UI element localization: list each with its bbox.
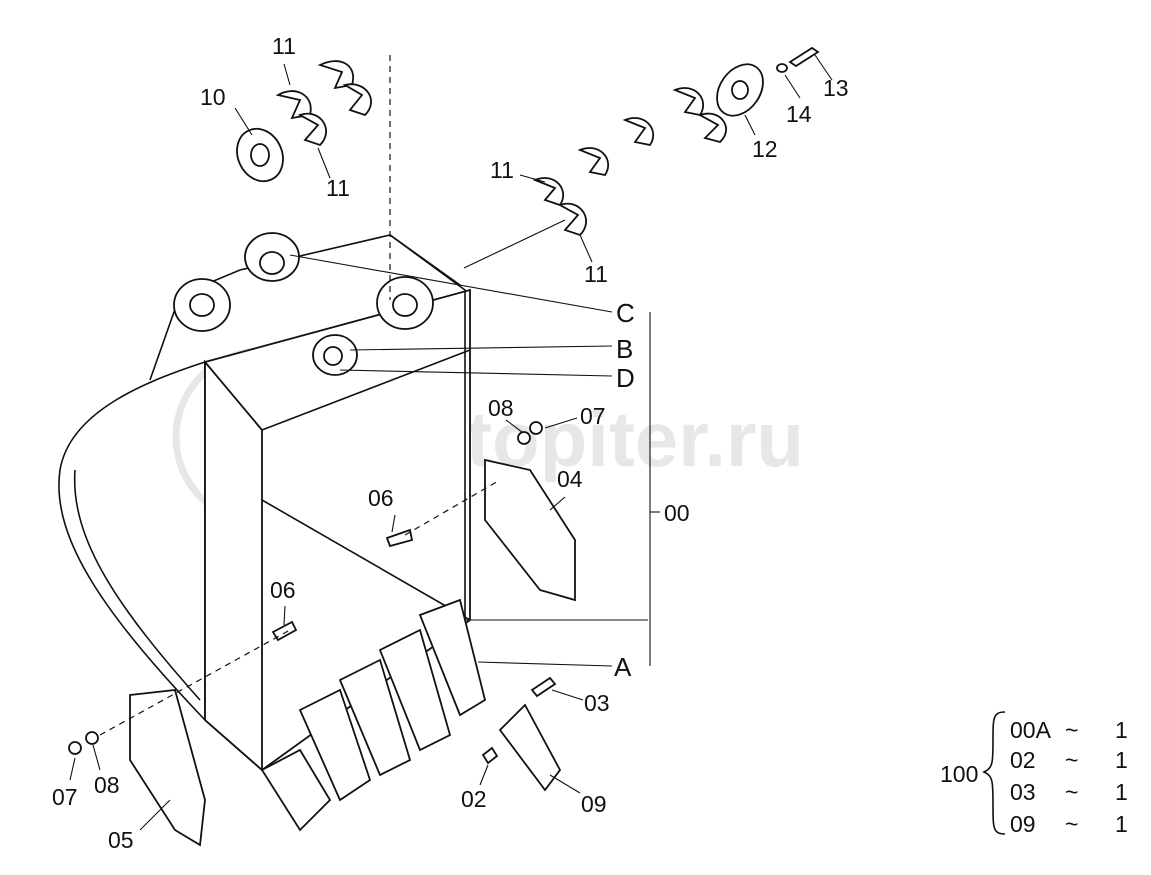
label-06-right: 06	[368, 485, 394, 511]
end-plate-12	[716, 63, 764, 117]
label-10: 10	[200, 84, 226, 110]
nut-07-right	[529, 421, 543, 435]
label-11-right: 11	[490, 157, 514, 183]
leader-lines	[69, 54, 833, 831]
label-07-left: 07	[52, 784, 78, 810]
label-A: A	[614, 652, 632, 682]
kit-row-code: 00A	[1010, 717, 1052, 743]
washer-08-left	[85, 731, 99, 745]
side-cutter-right	[484, 458, 576, 602]
label-D: D	[616, 363, 635, 393]
label-B: B	[616, 334, 633, 364]
kit-brace	[982, 711, 1006, 835]
label-09: 09	[581, 791, 607, 817]
side-cutter-left	[129, 689, 206, 847]
label-05: 05	[108, 827, 134, 853]
assembly-line-right	[404, 479, 501, 536]
hinge-bosses	[173, 232, 434, 376]
kit-row-qty: 1	[1115, 747, 1128, 773]
kit-row-sep: ~	[1065, 717, 1078, 743]
kit-number: 100	[940, 761, 978, 787]
kit-row-qty: 1	[1115, 717, 1128, 743]
label-13: 13	[823, 75, 849, 101]
kit-row-qty: 1	[1115, 779, 1128, 805]
tooth-adapter	[498, 703, 562, 792]
label-12: 12	[752, 136, 778, 162]
kit-row-code: 03	[1010, 779, 1036, 805]
kit-row-sep: ~	[1065, 747, 1078, 773]
kit-row-code: 02	[1010, 747, 1036, 773]
label-C: C	[616, 298, 635, 328]
washer-14	[776, 63, 788, 73]
part-labels: 10 11 11 11 11 12 13 14 08 07 04 06 06 0…	[52, 33, 849, 853]
seal-10	[236, 127, 284, 183]
kit-row-sep: ~	[1065, 779, 1078, 805]
kit-row-qty: 1	[1115, 811, 1128, 837]
shims-left	[275, 60, 372, 147]
label-08-right: 08	[488, 395, 514, 421]
label-11-top: 11	[272, 33, 296, 59]
nut-07-left	[68, 741, 82, 755]
label-07-right: 07	[580, 403, 606, 429]
kit-composition: 100 00A ~ 1 02 ~ 1 03 ~ 1 09 ~ 1	[940, 711, 1128, 837]
label-03: 03	[584, 690, 610, 716]
label-02: 02	[461, 786, 487, 812]
label-14: 14	[786, 101, 812, 127]
lock	[481, 746, 499, 765]
kit-row-sep: ~	[1065, 811, 1078, 837]
washer-08-right	[517, 431, 531, 445]
label-06-left: 06	[270, 577, 296, 603]
bucket-teeth	[260, 598, 487, 832]
label-11-mid: 11	[326, 175, 350, 201]
label-04: 04	[557, 466, 583, 492]
label-11-bottom: 11	[584, 261, 608, 287]
label-08-left: 08	[94, 772, 120, 798]
kit-row-code: 09	[1010, 811, 1036, 837]
pin	[530, 676, 557, 698]
label-00: 00	[664, 500, 690, 526]
assembly-line-left	[99, 629, 291, 736]
bolt-13	[788, 46, 820, 68]
shims-right	[532, 87, 727, 237]
